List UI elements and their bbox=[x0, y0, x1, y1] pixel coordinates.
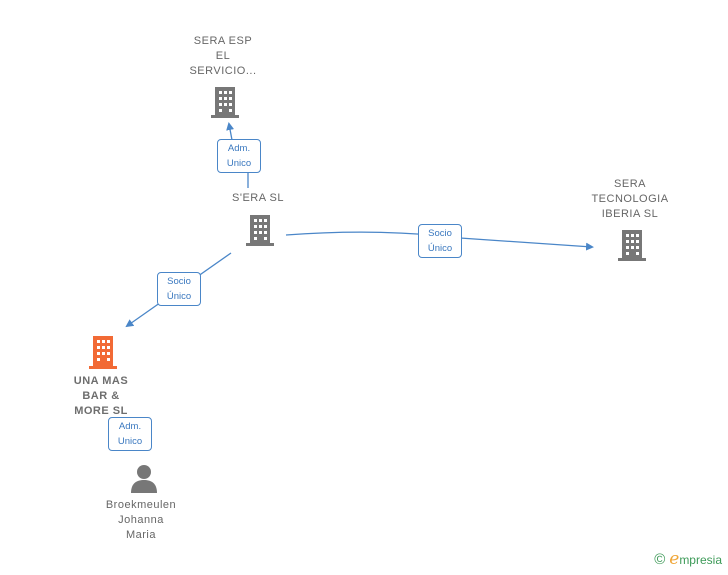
node-label-sera-esp: SERA ESP EL SERVICIO... bbox=[189, 35, 257, 77]
brand-logo: empresia bbox=[669, 549, 722, 569]
node-label-sera-tecnologia: SERA TECNOLOGIA IBERIA SL bbox=[591, 178, 669, 220]
edge-badge-socio-unico-una-mas[interactable]: Socio Único bbox=[157, 272, 201, 306]
node-label-sera-sl: S'ERA SL bbox=[232, 192, 284, 204]
edge-badge-adm-unico-una-mas[interactable]: Adm. Unico bbox=[108, 417, 152, 451]
building-icon[interactable] bbox=[209, 85, 241, 119]
edge-badge-adm-unico-sera-esp[interactable]: Adm. Unico bbox=[217, 139, 261, 173]
building-icon-focus[interactable] bbox=[87, 334, 119, 370]
building-icon[interactable] bbox=[244, 213, 276, 247]
copyright-icon: © bbox=[654, 550, 666, 568]
node-label-una-mas: UNA MAS BAR & MORE SL bbox=[73, 375, 129, 417]
person-icon[interactable] bbox=[128, 462, 160, 494]
edge-badge-socio-unico-sera-tecnologia[interactable]: Socio Único bbox=[418, 224, 462, 258]
brand-watermark: © empresia bbox=[654, 549, 722, 569]
node-label-broekmeulen: Broekmeulen Johanna Maria bbox=[105, 499, 177, 541]
building-icon[interactable] bbox=[616, 228, 648, 262]
